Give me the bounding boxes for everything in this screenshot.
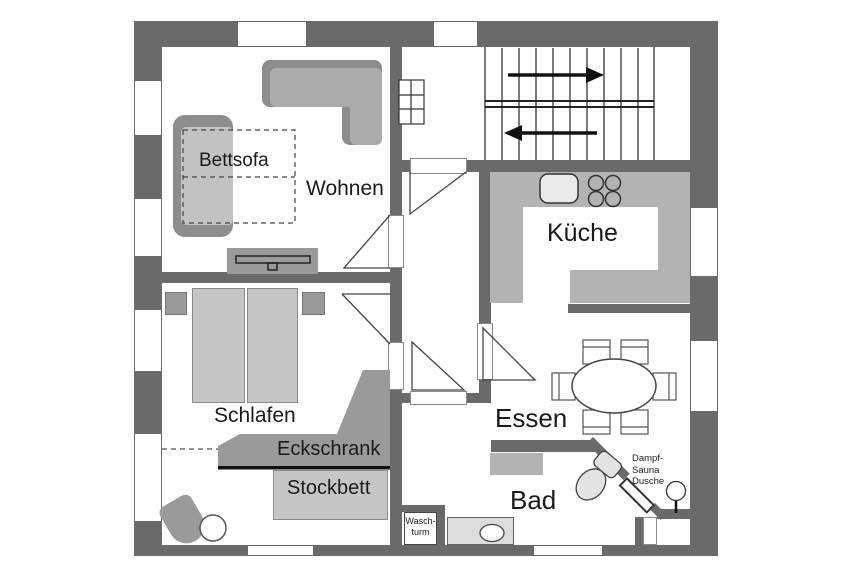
wall-essen-bad xyxy=(491,440,596,452)
wall-stairs-kueche xyxy=(491,160,690,172)
kitchen-counter xyxy=(490,172,690,207)
window-icon xyxy=(134,309,162,372)
door-schlafen xyxy=(388,342,404,390)
window-icon xyxy=(690,207,718,277)
waschturm-line1: Wasch- xyxy=(405,516,436,526)
window-icon xyxy=(134,80,162,136)
wall-wohnen-schlafen xyxy=(162,272,390,283)
room-label-schlafen: Schlafen xyxy=(214,404,296,427)
wall-waschturm-right xyxy=(437,505,445,545)
washer-unit xyxy=(490,453,543,475)
wall-sauna-doorjamb xyxy=(635,517,643,545)
waschturm-box xyxy=(404,512,437,545)
window-icon xyxy=(533,545,603,556)
tv-sideboard xyxy=(227,248,318,274)
door-entry-hall xyxy=(410,158,467,174)
door-essen xyxy=(477,323,493,380)
furniture-label-stockbett: Stockbett xyxy=(287,477,371,499)
window-icon xyxy=(433,21,478,47)
wall-kueche-essen xyxy=(568,304,690,313)
kitchen-counter xyxy=(490,207,523,303)
washbasin-cabinet xyxy=(447,517,514,545)
waschturm-line2: turm xyxy=(411,527,430,537)
dining-table-icon xyxy=(571,358,657,414)
wall-hall-left xyxy=(390,47,402,545)
room-label-kueche: Küche xyxy=(547,219,618,247)
armchair xyxy=(156,492,212,550)
chimney-shaft-icon xyxy=(398,79,425,125)
door-sauna-lower xyxy=(643,517,657,545)
room-label-essen: Essen xyxy=(495,403,568,433)
wall-outer-top xyxy=(134,21,718,47)
corner-sofa-seat xyxy=(350,68,382,145)
window-icon xyxy=(247,545,314,556)
sauna-line3: Dusche xyxy=(632,476,665,487)
nightstand xyxy=(165,292,187,315)
window-icon xyxy=(134,198,162,257)
window-icon xyxy=(237,21,307,47)
bettsofa-cushion xyxy=(181,127,233,225)
staircase xyxy=(484,47,655,160)
sauna-line2: Sauna xyxy=(632,464,660,476)
furniture-label-eckschrank: Eckschrank xyxy=(277,438,381,460)
kitchen-counter xyxy=(658,207,690,270)
furniture-label-sauna: Dampf- Sauna Dusche xyxy=(632,453,664,488)
window-icon xyxy=(690,340,718,412)
room-label-bad: Bad xyxy=(510,485,557,515)
wall-outer-right xyxy=(690,21,718,556)
wall-sauna-diagonal xyxy=(586,437,630,481)
kitchen-counter xyxy=(570,270,690,303)
window-icon xyxy=(134,433,162,522)
eckschrank-edge xyxy=(218,466,390,470)
bed-mattress xyxy=(192,288,245,403)
sauna-line1: Dampf- xyxy=(632,453,664,464)
furniture-label-bettsofa: Bettsofa xyxy=(199,150,269,171)
stairs-up-arrow-icon xyxy=(508,67,604,83)
wall-waschturm-top xyxy=(402,505,445,512)
door-bad xyxy=(410,391,467,405)
chair-icon xyxy=(551,339,677,435)
door-wohnen xyxy=(388,215,404,268)
bed-mattress xyxy=(247,288,298,403)
wall-outer-bottom xyxy=(134,545,718,556)
stockbett-bed xyxy=(273,470,388,520)
nightstand xyxy=(302,292,325,315)
wall-sauna-bottom xyxy=(657,509,690,519)
furniture-label-waschturm: Wasch- turm xyxy=(405,516,436,538)
stairs-down-arrow-icon xyxy=(504,125,597,141)
room-label-wohnen: Wohnen xyxy=(306,177,384,200)
toilet-icon xyxy=(575,450,622,501)
